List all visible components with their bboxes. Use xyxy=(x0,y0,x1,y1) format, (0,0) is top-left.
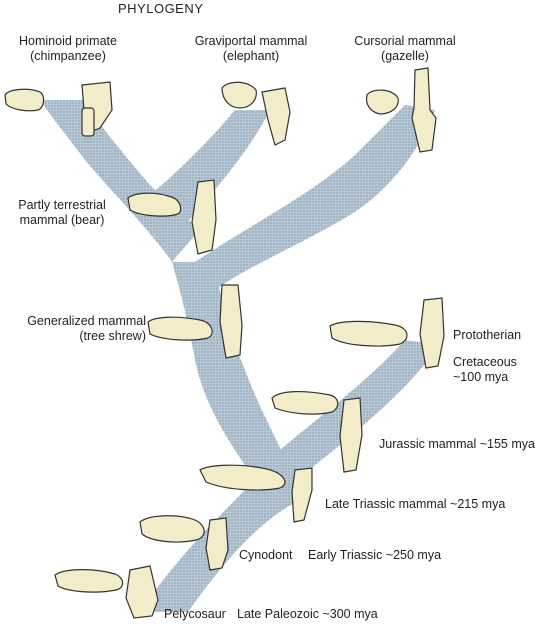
label-hominoid-line1: Hominoid primate xyxy=(19,34,117,48)
bone-sketches xyxy=(4,67,445,619)
label-pelycosaur: Pelycosaur xyxy=(164,607,226,622)
bone-cynodont xyxy=(139,515,229,571)
label-bear-line2: mammal (bear) xyxy=(19,213,105,227)
bone-prototherian xyxy=(329,297,445,369)
label-hominoid-line2: (chimpanzee) xyxy=(30,49,106,63)
bone-late-triassic xyxy=(199,464,313,523)
label-prototherian: Prototherian xyxy=(453,328,521,343)
label-cretaceous-line1: Cretaceous xyxy=(453,355,517,369)
bone-pelycosaur xyxy=(54,565,159,619)
label-late-paleozoic: Late Paleozoic ~300 mya xyxy=(237,607,378,622)
branch-cursorial xyxy=(195,105,435,290)
label-early-triassic: Early Triassic ~250 mya xyxy=(308,548,441,563)
label-generalized-line1: Generalized mammal xyxy=(27,314,146,328)
label-cursorial-line1: Cursorial mammal xyxy=(354,34,456,48)
label-early-triassic-line1: Early Triassic ~250 mya xyxy=(308,548,442,562)
bone-treeshrew xyxy=(147,284,243,359)
label-cursorial-line2: (gazelle) xyxy=(381,49,429,63)
bone-hominoid xyxy=(4,81,113,137)
label-late-triassic: Late Triassic mammal ~215 mya xyxy=(325,497,505,512)
label-cynodont-line1: Cynodont xyxy=(239,548,293,562)
label-cynodont: Cynodont xyxy=(239,548,293,563)
label-cursorial: Cursorial mammal (gazelle) xyxy=(345,34,465,64)
bone-cursorial xyxy=(365,67,437,153)
label-late-paleozoic-line1: Late Paleozoic ~300 mya xyxy=(237,607,378,621)
label-cretaceous: Cretaceous ~100 mya xyxy=(453,355,517,385)
bone-bear xyxy=(127,179,217,255)
tree-branches xyxy=(40,100,440,612)
branch-left-upper xyxy=(40,100,195,262)
label-jurassic-line1: Jurassic mammal ~155 mya xyxy=(379,437,535,451)
label-graviportal-line2: (elephant) xyxy=(222,49,280,63)
label-cretaceous-line2: ~100 mya xyxy=(453,370,509,384)
label-bear: Partly terrestrial mammal (bear) xyxy=(2,198,122,228)
label-prototherian-line1: Prototherian xyxy=(453,328,522,342)
label-pelycosaur-line1: Pelycosaur xyxy=(164,607,226,621)
label-generalized: Generalized mammal (tree shrew) xyxy=(0,314,146,344)
label-jurassic: Jurassic mammal ~155 mya xyxy=(379,437,535,452)
label-hominoid: Hominoid primate (chimpanzee) xyxy=(8,34,128,64)
label-late-triassic-line1: Late Triassic mammal ~215 mya xyxy=(325,497,506,511)
label-generalized-line2: (tree shrew) xyxy=(79,329,146,343)
label-graviportal: Graviportal mammal (elephant) xyxy=(186,34,316,64)
label-bear-line1: Partly terrestrial xyxy=(18,198,106,212)
bone-jurassic xyxy=(271,391,363,473)
diagram-title: PHYLOGENY xyxy=(118,1,204,16)
branch-graviportal xyxy=(150,110,270,225)
label-graviportal-line1: Graviportal mammal xyxy=(194,34,308,48)
bone-graviportal xyxy=(221,81,291,146)
